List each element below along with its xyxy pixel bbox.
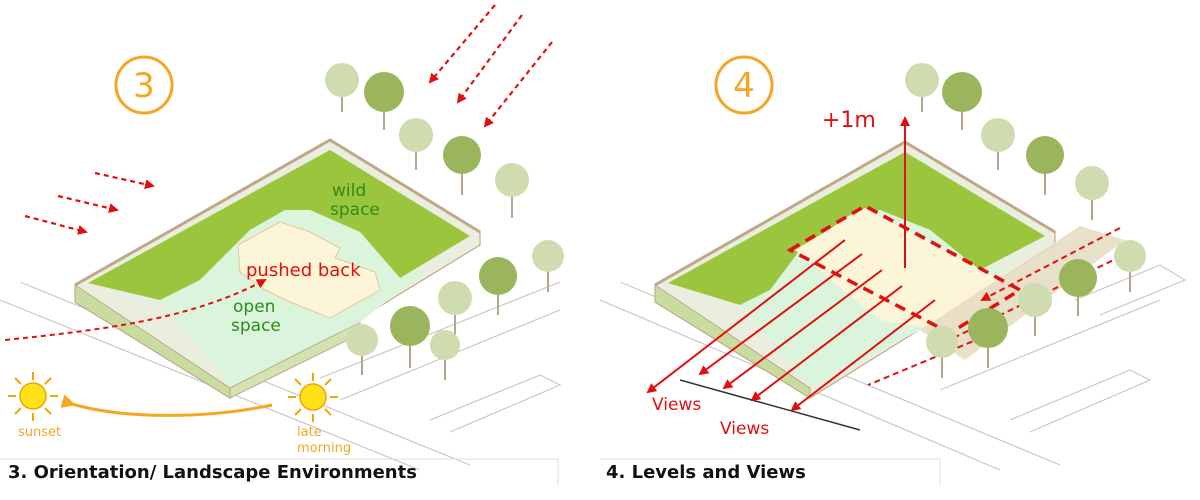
front-hedge-wall-2 [654, 284, 811, 399]
raised-level-outline [786, 203, 1024, 336]
tree-icon [942, 72, 982, 130]
label-sunset: sunset [18, 425, 61, 440]
tree-icon [1018, 283, 1052, 336]
caption-orientation: 3. Orientation/ Landscape Environments [8, 462, 417, 483]
tree-icon [364, 72, 404, 130]
view-curve-arrow [4, 279, 267, 341]
tree-icon [346, 324, 378, 375]
sun-morning-icon [288, 373, 338, 422]
wild-space-area-2 [668, 152, 1045, 305]
step-badge-4: 4 [714, 55, 774, 115]
tree-icon [430, 330, 460, 380]
tree-icon [981, 118, 1015, 170]
wind-arrows-left [24, 171, 155, 235]
tree-icon [1026, 136, 1064, 195]
wild-space-area [88, 150, 470, 300]
tree-icon [438, 281, 472, 335]
panel-orientation: 3 wild space pushed back open space suns… [0, 4, 564, 485]
sun-path-arrow [60, 394, 273, 417]
label-wild: wild [332, 181, 366, 201]
raised-area [795, 208, 1018, 332]
tree-icon [968, 308, 1008, 368]
tree-icon [905, 63, 939, 112]
tree-icon [390, 306, 430, 368]
panel-levels-views: 4 +1m Views Views 4. Levels and Views [599, 55, 1187, 485]
badge-number: 3 [133, 66, 155, 106]
tree-icon [479, 257, 517, 315]
tree-icon [926, 326, 958, 378]
tree-icon [399, 118, 433, 170]
view-arrows [646, 239, 936, 412]
label-space-wild: space [330, 200, 380, 220]
caption-levels-views: 4. Levels and Views [606, 462, 806, 483]
sun-sunset-icon [8, 372, 58, 421]
label-level: +1m [822, 108, 876, 133]
label-space-open: space [231, 316, 281, 336]
back-wall [74, 138, 481, 287]
label-views-a: Views [652, 395, 701, 415]
wind-arrows-top [428, 4, 553, 128]
label-open: open [233, 297, 275, 317]
tree-icon [1059, 259, 1097, 316]
trees-group-1 [325, 63, 564, 380]
badge-number: 4 [733, 66, 755, 106]
tree-icon [1075, 166, 1109, 220]
tree-icon [443, 136, 481, 195]
step-badge-3: 3 [114, 55, 174, 115]
label-morning: morning [297, 441, 351, 456]
tree-icon [325, 63, 359, 112]
label-late: late [297, 425, 322, 440]
tree-icon [495, 163, 529, 218]
tree-icon [1114, 240, 1146, 292]
label-pushed-back: pushed back [246, 260, 361, 281]
tree-icon [532, 240, 564, 292]
label-views-b: Views [720, 419, 769, 439]
trees-group-2 [905, 63, 1146, 378]
